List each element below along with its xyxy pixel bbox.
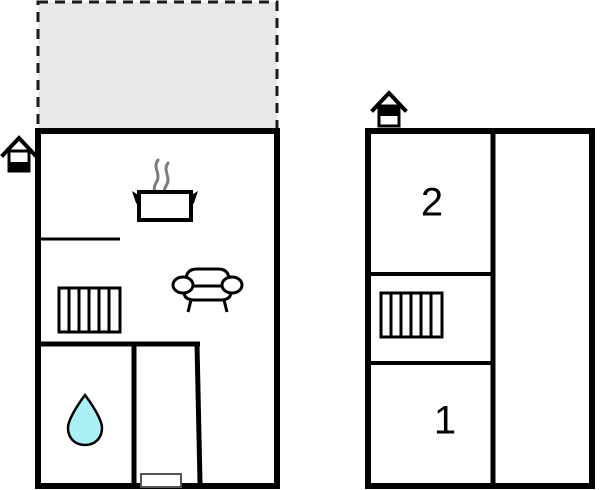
room-number-2: 2 [421,181,443,225]
door-icon-entrance [140,473,182,488]
water-drop-icon [66,392,104,447]
staircase-icon-ground [57,286,122,334]
ground-floor-plan [0,0,280,489]
terrace-shape [36,0,279,132]
house-entrance-icon-ground [0,135,38,173]
house-entrance-icon-upper [370,90,408,128]
terrace-area [36,0,279,132]
staircase-icon-upper [379,291,444,339]
upper-floor-plan: 2 1 [365,90,595,489]
ground-floor-wall-horizontal-right [194,343,203,484]
room-number-1: 1 [434,399,456,443]
sofa-icon [171,267,244,313]
cooking-pot-icon [132,158,198,222]
